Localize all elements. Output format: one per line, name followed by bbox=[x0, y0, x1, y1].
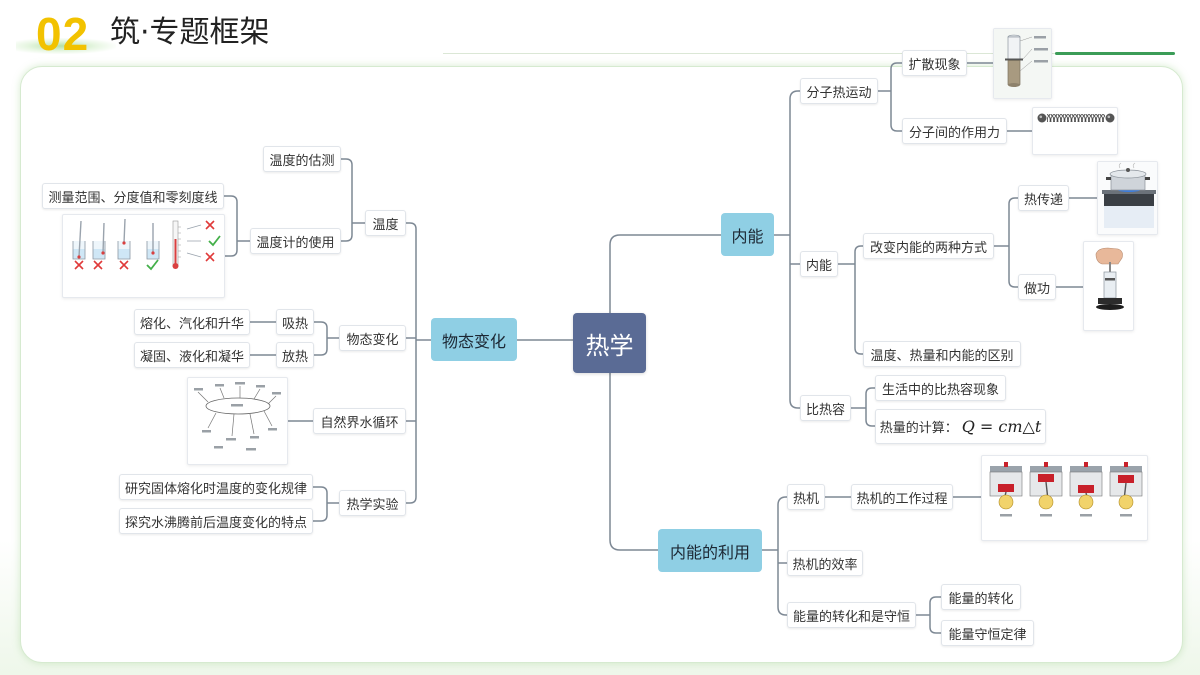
node-experiment-melting[interactable]: 研究固体熔化时温度的变化规律 bbox=[119, 474, 313, 500]
section-number: 02 bbox=[36, 8, 90, 60]
node-release-processes[interactable]: 凝固、液化和凝华 bbox=[134, 342, 250, 368]
check-icon bbox=[208, 235, 221, 247]
connector bbox=[929, 615, 941, 634]
connector bbox=[406, 222, 417, 340]
connector bbox=[890, 91, 902, 132]
connector bbox=[865, 387, 875, 408]
node-energy-conversion[interactable]: 能量的转化 bbox=[941, 584, 1021, 610]
node-energy-conservation-law[interactable]: 能量守恒定律 bbox=[941, 620, 1034, 646]
branch-utilization[interactable]: 内能的利用 bbox=[658, 529, 762, 572]
connector bbox=[1008, 246, 1018, 288]
connector bbox=[789, 90, 800, 235]
cross-icon bbox=[119, 260, 129, 270]
node-temperature-estimation[interactable]: 温度的估测 bbox=[263, 146, 341, 172]
connector bbox=[777, 496, 787, 550]
node-phase-change[interactable]: 物态变化 bbox=[339, 325, 406, 351]
engine-cylinder bbox=[1109, 462, 1143, 517]
node-heat-transfer[interactable]: 热传递 bbox=[1018, 185, 1069, 211]
heat-calculation-label: 热量的计算： bbox=[879, 421, 958, 436]
connector bbox=[313, 503, 328, 522]
water-cycle-illustration bbox=[187, 377, 288, 465]
number-glow bbox=[16, 38, 116, 54]
node-doing-work[interactable]: 做功 bbox=[1018, 274, 1056, 300]
spring-molecules-illustration bbox=[1032, 107, 1118, 155]
branch-internal-energy[interactable]: 内能 bbox=[721, 213, 774, 256]
node-temperature[interactable]: 温度 bbox=[365, 210, 406, 236]
fire-syringe-illustration bbox=[1083, 241, 1134, 331]
node-measuring-points[interactable]: 测量范围、分度值和零刻度线 bbox=[42, 183, 224, 209]
node-specific-heat-phenomena[interactable]: 生活中的比热容现象 bbox=[875, 375, 1006, 401]
node-thermal-experiments[interactable]: 热学实验 bbox=[339, 490, 406, 516]
cross-icon bbox=[93, 260, 103, 270]
four-stroke-engine-illustration bbox=[981, 455, 1148, 541]
node-engine-efficiency[interactable]: 热机的效率 bbox=[787, 550, 863, 576]
engine-cylinder bbox=[989, 462, 1023, 517]
engine-cylinder bbox=[1069, 462, 1103, 517]
node-intermolecular-force[interactable]: 分子间的作用力 bbox=[902, 118, 1007, 144]
connector bbox=[313, 486, 328, 503]
page-title: 筑·专题框架 bbox=[110, 15, 270, 50]
cross-icon bbox=[205, 220, 215, 230]
cross-icon bbox=[205, 252, 215, 262]
connector bbox=[865, 408, 875, 427]
node-specific-heat[interactable]: 比热容 bbox=[800, 395, 851, 421]
pot-on-stove-illustration bbox=[1097, 161, 1158, 235]
node-engine-process[interactable]: 热机的工作过程 bbox=[851, 484, 953, 510]
node-water-cycle[interactable]: 自然界水循环 bbox=[313, 408, 406, 434]
connector bbox=[225, 241, 238, 257]
node-release-heat[interactable]: 放热 bbox=[276, 342, 314, 368]
connector bbox=[929, 596, 941, 615]
node-internal-energy[interactable]: 内能 bbox=[800, 251, 838, 277]
node-absorb-heat[interactable]: 吸热 bbox=[276, 309, 314, 335]
node-molecular-motion[interactable]: 分子热运动 bbox=[800, 78, 878, 104]
cross-icon bbox=[74, 260, 84, 270]
connector bbox=[341, 223, 353, 242]
engine-cylinder bbox=[1029, 462, 1063, 517]
check-icon bbox=[146, 259, 159, 271]
node-diffusion[interactable]: 扩散现象 bbox=[902, 50, 967, 76]
header-accent-bar bbox=[1055, 52, 1175, 55]
node-absorb-processes[interactable]: 熔化、汽化和升华 bbox=[134, 309, 250, 335]
connector bbox=[314, 338, 328, 356]
connector bbox=[777, 550, 787, 616]
node-heat-calculation[interactable]: 热量的计算： Q = cm△t bbox=[875, 409, 1046, 444]
connector bbox=[890, 62, 902, 91]
connector bbox=[789, 235, 800, 409]
thermometer-usage-illustration bbox=[62, 214, 225, 298]
root-node[interactable]: 热学 bbox=[573, 313, 646, 373]
connector bbox=[854, 245, 863, 264]
node-distinction[interactable]: 温度、热量和内能的区别 bbox=[863, 341, 1021, 367]
node-energy-conversion-conservation[interactable]: 能量的转化和是守恒 bbox=[787, 602, 916, 628]
connector bbox=[224, 195, 238, 241]
header-divider bbox=[443, 53, 1055, 54]
diffusion-jar-illustration bbox=[993, 28, 1052, 99]
node-experiment-boiling[interactable]: 探究水沸腾前后温度变化的特点 bbox=[119, 508, 313, 534]
connector bbox=[1008, 197, 1018, 246]
connector bbox=[609, 373, 658, 551]
node-two-ways[interactable]: 改变内能的两种方式 bbox=[863, 233, 994, 259]
connector bbox=[341, 158, 353, 223]
connector bbox=[609, 234, 721, 313]
node-thermometer-use[interactable]: 温度计的使用 bbox=[250, 228, 341, 254]
node-heat-engine[interactable]: 热机 bbox=[787, 484, 825, 510]
connector bbox=[314, 321, 328, 338]
heat-formula: Q = cm△t bbox=[961, 417, 1042, 436]
branch-state-change[interactable]: 物态变化 bbox=[431, 318, 517, 361]
connector bbox=[406, 340, 417, 504]
connector bbox=[854, 264, 863, 355]
